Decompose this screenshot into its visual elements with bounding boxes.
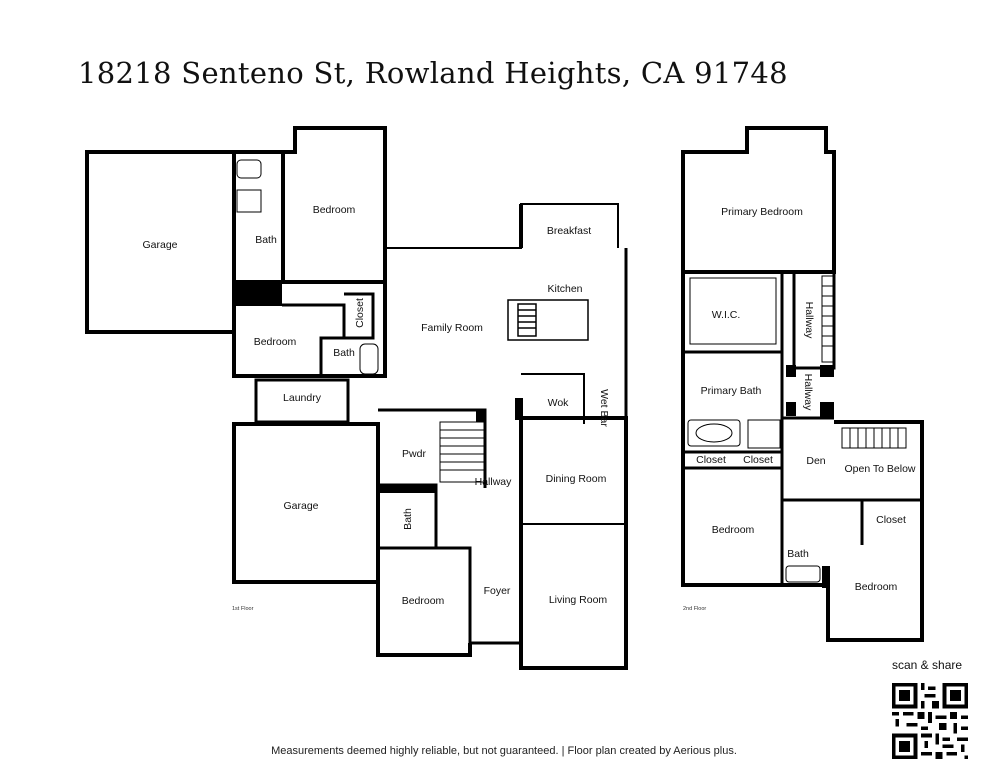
label-bath-1: Bath xyxy=(255,234,277,246)
scan-share-label: scan & share xyxy=(892,658,963,672)
wall-block-3 xyxy=(476,410,485,422)
wall-block-5 xyxy=(820,365,834,377)
label-hallway: Hallway xyxy=(475,476,513,488)
qr-code-icon[interactable] xyxy=(892,683,968,759)
room-labels: Garage Bath Bedroom Bedroom Closet Bath … xyxy=(142,204,915,607)
page-title: 18218 Senteno St, Rowland Heights, CA 91… xyxy=(78,56,788,90)
label-laundry: Laundry xyxy=(283,392,322,404)
label-primary-bedroom: Primary Bedroom xyxy=(721,206,803,218)
solid-blocks xyxy=(234,282,834,588)
label-kitchen: Kitchen xyxy=(547,283,582,295)
kitchen-island xyxy=(507,299,589,341)
wall-bedroom-2 xyxy=(232,280,387,378)
wall-bath-1 xyxy=(234,150,285,284)
label-foyer: Foyer xyxy=(484,585,511,597)
label-bedroom-2: Bedroom xyxy=(254,336,297,348)
wall-primary-bedroom xyxy=(681,126,836,274)
label-open-to-below: Open To Below xyxy=(844,463,915,475)
label-bedroom-2f-1: Bedroom xyxy=(712,524,755,536)
label-wok: Wok xyxy=(548,397,570,409)
label-pwdr: Pwdr xyxy=(402,448,426,460)
wall-closet-1 xyxy=(344,292,375,340)
wall-block-2 xyxy=(378,485,436,493)
wall-block-7 xyxy=(786,365,796,377)
fixtures xyxy=(236,159,821,583)
label-bath-3: Bath xyxy=(402,508,414,530)
label-breakfast: Breakfast xyxy=(547,225,591,237)
wall-block-8 xyxy=(786,402,796,416)
label-hallway-2: Hallway xyxy=(802,374,814,412)
floor-label-second: 2nd Floor xyxy=(683,606,706,612)
footer-disclaimer: Measurements deemed highly reliable, but… xyxy=(271,745,737,757)
stairs-first-floor xyxy=(439,421,485,483)
wall-dining-living xyxy=(519,416,628,670)
label-primary-bath: Primary Bath xyxy=(701,385,762,397)
wall-bedroom-3 xyxy=(378,546,472,655)
label-living-room: Living Room xyxy=(549,594,608,606)
stairs-second-floor xyxy=(821,275,907,449)
floor-label-first: 1st Floor xyxy=(232,606,254,612)
label-dining-room: Dining Room xyxy=(546,473,607,485)
wall-wok xyxy=(521,373,585,424)
label-hallway-1: Hallway xyxy=(803,302,815,340)
label-bath-2: Bath xyxy=(333,347,355,359)
wall-second-floor-outer xyxy=(681,272,924,642)
wall-bath-2f xyxy=(782,498,864,545)
label-bath-2f: Bath xyxy=(787,548,809,560)
label-closet-2f-1: Closet xyxy=(696,454,726,466)
label-closet-2f-2: Closet xyxy=(743,454,773,466)
label-garage-bottom: Garage xyxy=(283,500,318,512)
label-garage-top: Garage xyxy=(142,239,177,251)
label-closet-2f-3: Closet xyxy=(876,514,906,526)
wall-block-1 xyxy=(234,282,282,306)
label-closet-1: Closet xyxy=(354,298,366,328)
label-wic: W.I.C. xyxy=(712,309,741,321)
label-bedroom-3: Bedroom xyxy=(402,595,445,607)
label-wet-bar: Wet Bar xyxy=(598,389,610,427)
wall-block-9 xyxy=(822,566,830,588)
label-family-room: Family Room xyxy=(421,322,483,334)
wall-block-6 xyxy=(820,402,834,418)
label-bedroom-1: Bedroom xyxy=(313,204,356,216)
label-den: Den xyxy=(806,455,825,467)
label-bedroom-2f-2: Bedroom xyxy=(855,581,898,593)
wall-block-4 xyxy=(515,398,523,420)
